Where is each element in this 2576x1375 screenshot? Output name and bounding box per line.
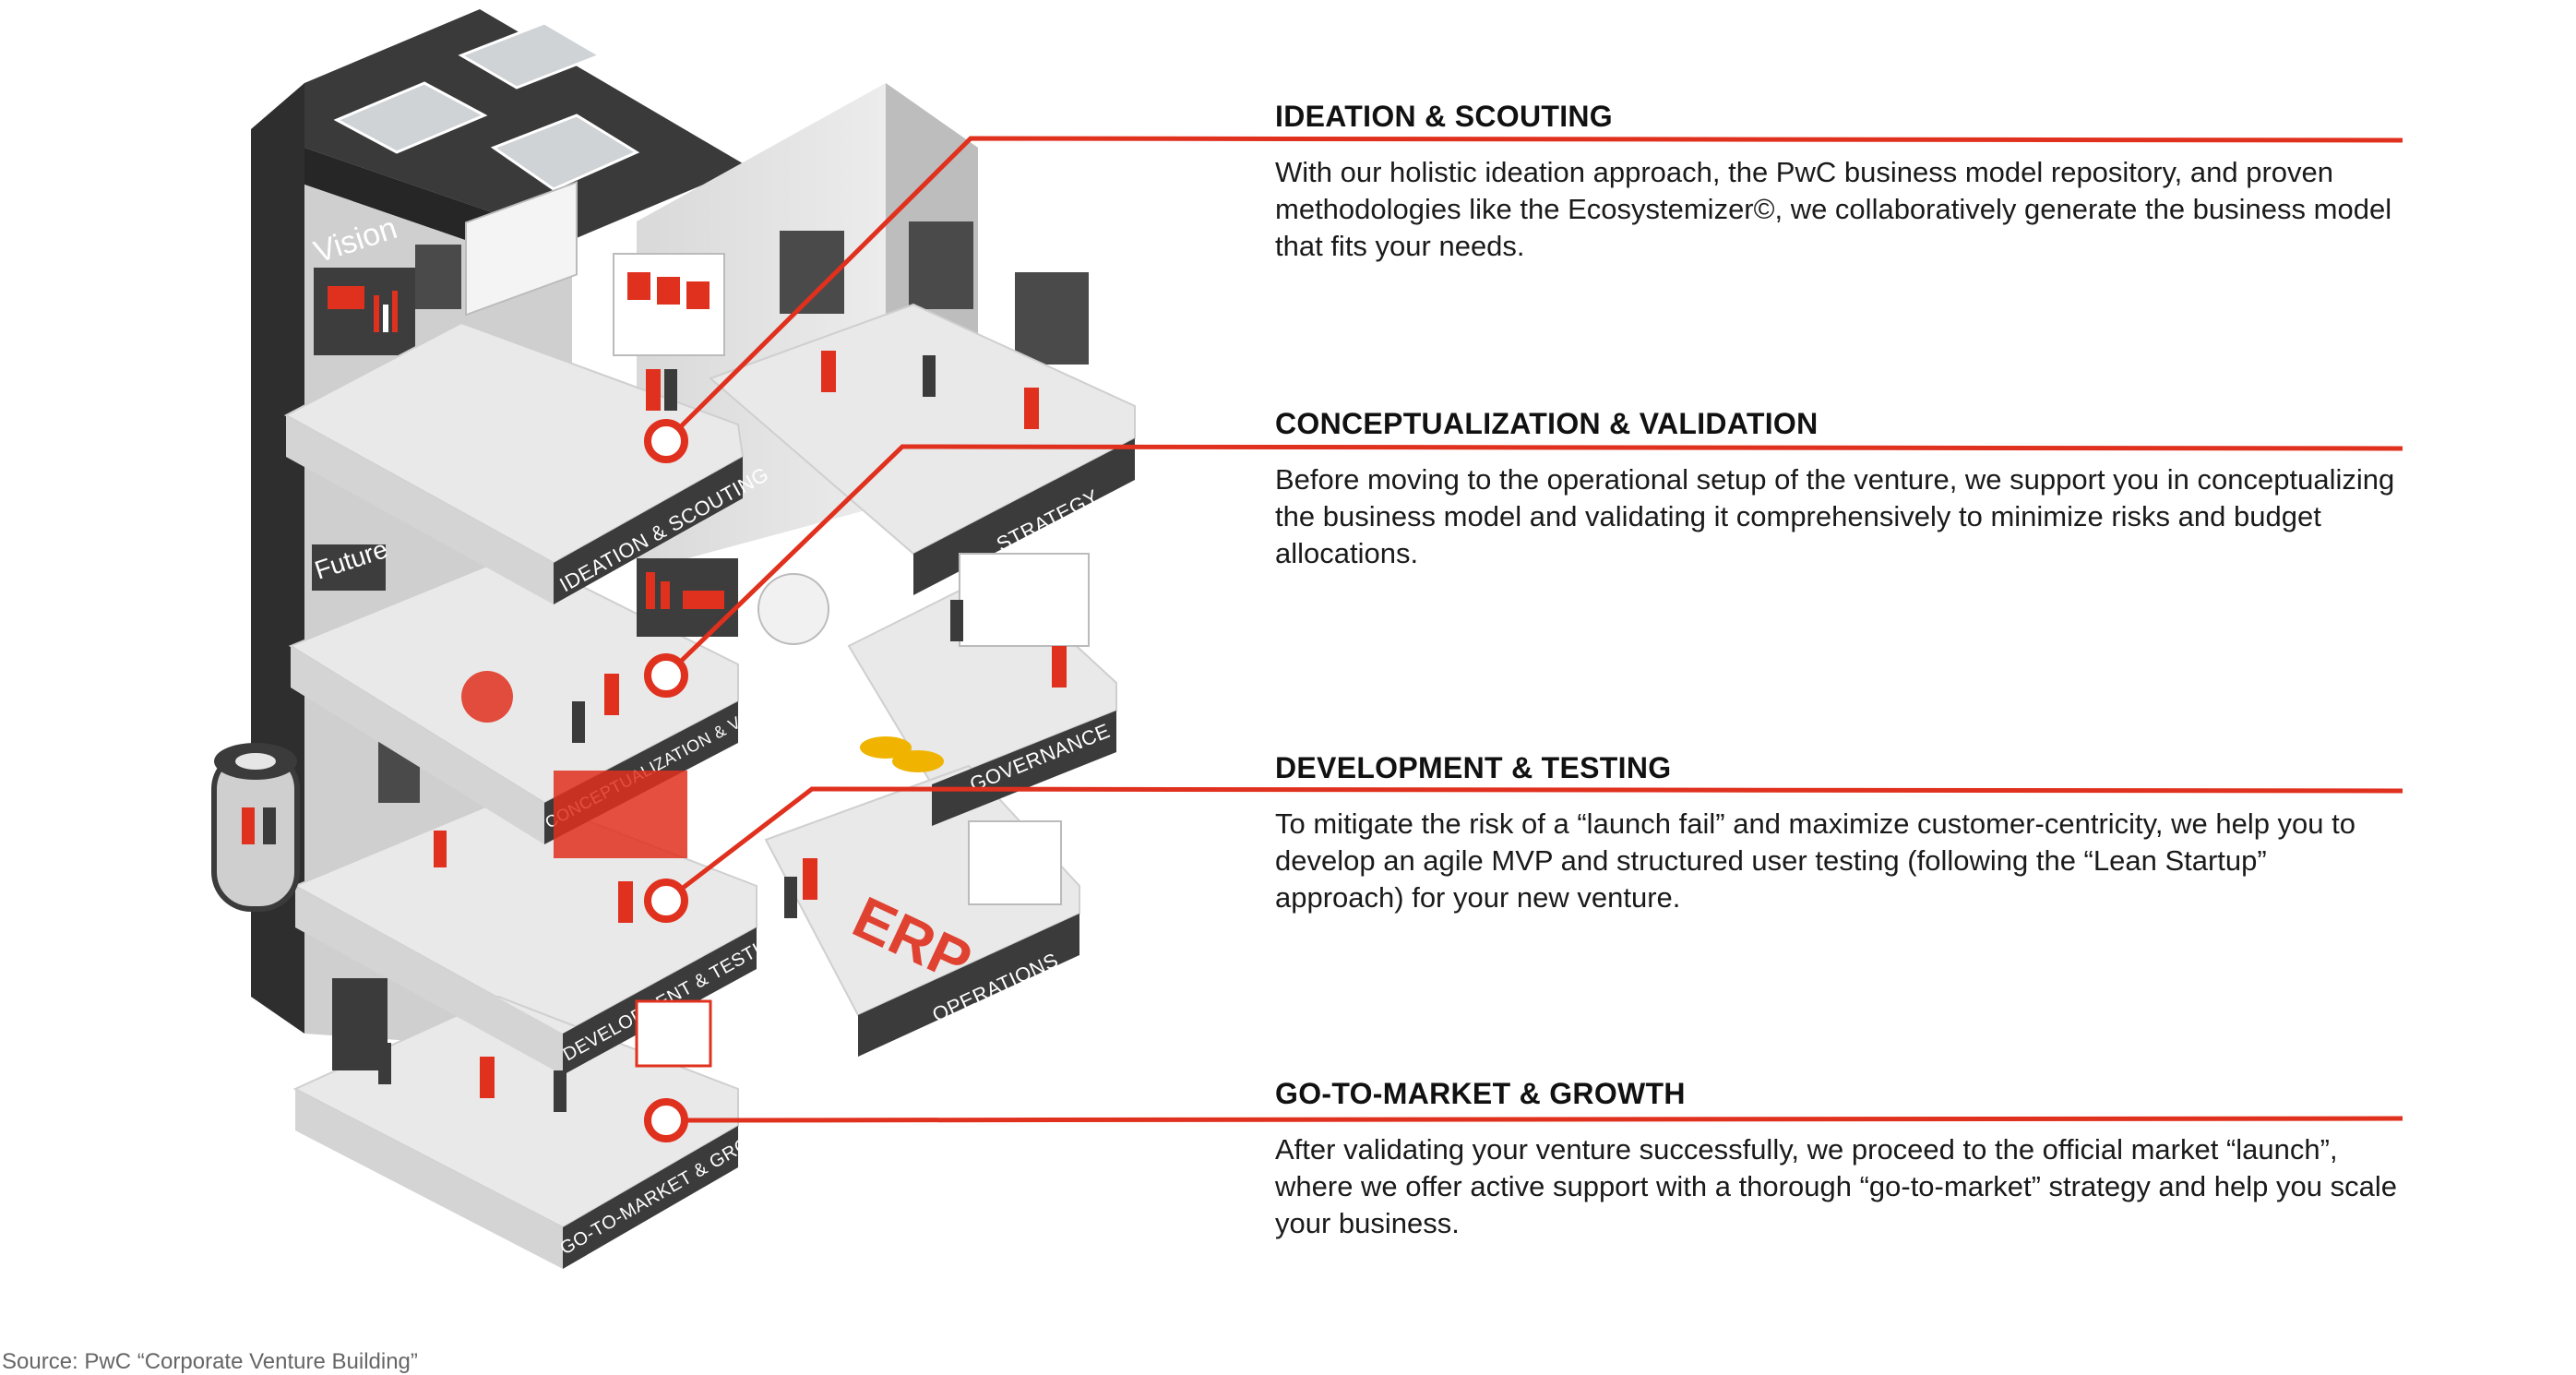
source-note: Source: PwC “Corporate Venture Building” <box>2 1349 418 1374</box>
windows <box>378 221 1089 803</box>
markers <box>644 419 688 1142</box>
section-title: DEVELOPMENT & TESTING <box>1275 751 1672 784</box>
marker-conceptualization <box>644 653 688 698</box>
solar-panels <box>333 21 640 191</box>
floor-strategy <box>709 303 1136 556</box>
marker-development <box>644 879 688 923</box>
connector-ideation <box>664 136 2403 443</box>
section-body: After validating your venture successful… <box>1275 1133 2397 1239</box>
solar-panel-1-icon <box>333 81 488 154</box>
section-gtm: GO-TO-MARKET & GROWTH After validating y… <box>1275 1077 2401 1242</box>
section-title: GO-TO-MARKET & GROWTH <box>1275 1077 1686 1110</box>
solar-panel-3-icon <box>490 114 640 191</box>
solar-panel-2-icon <box>458 21 603 90</box>
section-body: Before moving to the operational setup o… <box>1275 463 2395 569</box>
section-body: With our holistic ideation approach, the… <box>1275 156 2392 262</box>
section-body: To mitigate the risk of a “launch fail” … <box>1275 807 2356 914</box>
section-ideation: IDEATION & SCOUTING With our holistic id… <box>1275 100 2401 265</box>
section-title: IDEATION & SCOUTING <box>1275 100 1613 133</box>
connector-development <box>664 786 2403 903</box>
floor-ideation <box>283 321 745 565</box>
section-development: DEVELOPMENT & TESTING To mitigate the ri… <box>1275 751 2401 916</box>
elevator-pod <box>211 743 300 912</box>
connectors <box>664 136 2403 1123</box>
marker-ideation <box>644 419 688 463</box>
floor-sides <box>286 415 563 1269</box>
section-title: CONCEPTUALIZATION & VALIDATION <box>1275 407 1819 440</box>
connector-gtm <box>665 1116 2403 1123</box>
section-conceptualization: CONCEPTUALIZATION & VALIDATION Before mo… <box>1275 407 2401 572</box>
scene-decor: ERP <box>242 181 1090 1112</box>
connector-conceptualization <box>664 444 2403 677</box>
marker-gtm <box>644 1098 688 1142</box>
